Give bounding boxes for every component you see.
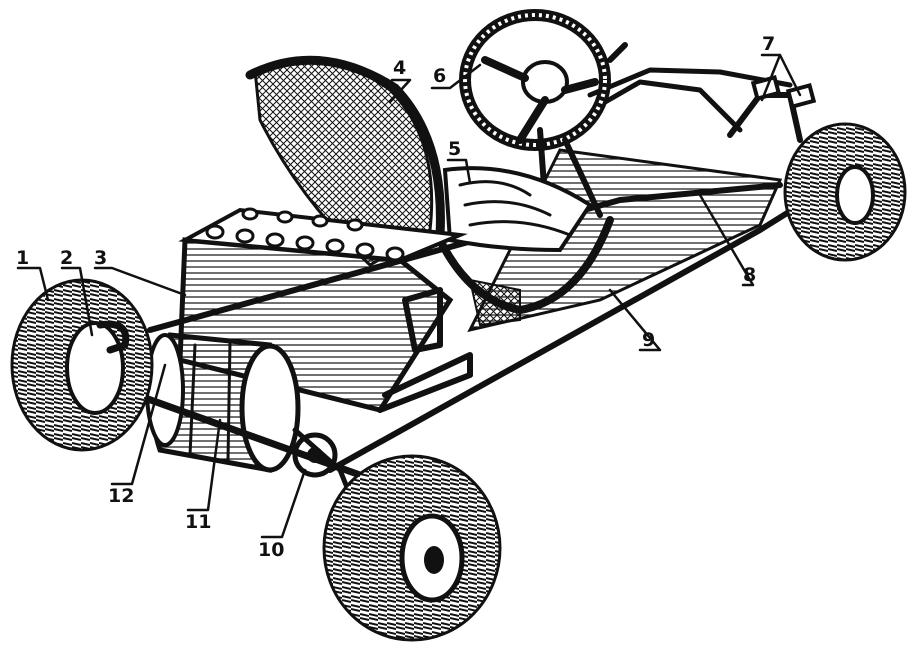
callout-4: 4 — [393, 57, 406, 79]
callout-2: 2 — [60, 247, 73, 269]
callout-labels: 1 2 3 4 5 6 7 8 9 10 11 12 — [16, 33, 775, 561]
callout-7: 7 — [762, 33, 775, 55]
callout-6: 6 — [433, 65, 446, 87]
callout-1: 1 — [16, 247, 29, 269]
callout-9: 9 — [642, 329, 655, 351]
rear-left-wheel — [10, 278, 154, 452]
callout-11: 11 — [185, 511, 211, 533]
callout-10: 10 — [258, 539, 284, 561]
callout-8: 8 — [743, 264, 756, 286]
front-right-wheel — [783, 122, 907, 262]
callout-12: 12 — [108, 485, 134, 507]
electric-motor — [145, 332, 301, 473]
rear-right-wheel — [322, 454, 502, 642]
seat — [245, 55, 614, 327]
callout-5: 5 — [448, 138, 461, 160]
leader-lines — [16, 53, 802, 539]
pedals — [727, 74, 817, 143]
callout-3: 3 — [94, 247, 107, 269]
steering-wheel — [459, 9, 628, 218]
